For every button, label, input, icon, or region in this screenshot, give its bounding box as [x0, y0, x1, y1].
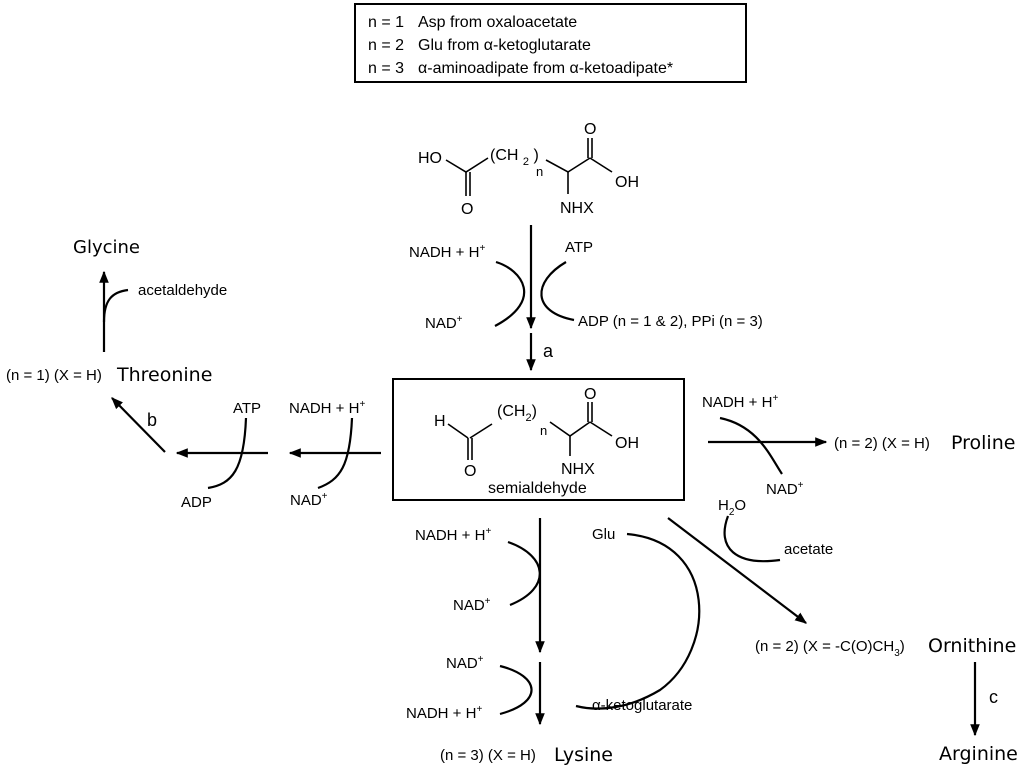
threonine-atp: ATP [233, 400, 261, 417]
semialdehyde-box: H O (CH2) n NHX O OH semialdehyde [392, 378, 685, 501]
acetate-label: acetate [784, 541, 833, 558]
legend-box: n = 1 Asp from oxaloacetate n = 2 Glu fr… [354, 3, 747, 83]
legend-row-1-n: n = 1 [368, 14, 404, 31]
legend-row-2-n: n = 2 [368, 37, 404, 54]
substrate-nhx: NHX [560, 200, 594, 217]
glycine-label: Glycine [73, 237, 140, 258]
semialdehyde-n: n [540, 423, 547, 438]
ornithine-branch: H2O acetate (n = 2) (X = -C(O)CH3) Ornit… [667, 497, 1018, 765]
semialdehyde-oh: OH [615, 435, 639, 452]
ornithine-condition: (n = 2) (X = -C(O)CH3) [755, 638, 905, 659]
lysine-nadh-1: NADH + H+ [415, 526, 491, 544]
legend-row-1-text: Asp from oxaloacetate [418, 14, 577, 31]
substrate-o-right: O [584, 121, 596, 138]
substrate-o-left: O [461, 201, 473, 218]
lysine-nad-1: NAD+ [453, 596, 491, 614]
akg-label: α-ketoglutarate [592, 697, 692, 714]
step-a-nad: NAD+ [425, 314, 463, 332]
lysine-label: Lysine [554, 744, 613, 766]
proline-nad: NAD+ [766, 480, 804, 498]
semialdehyde-ch2: (CH2) [497, 403, 537, 424]
threonine-arrow [111, 397, 166, 453]
threonine-label: Threonine [116, 364, 212, 386]
substrate-bond-left [445, 157, 489, 173]
threonine-adp: ADP [181, 494, 212, 511]
legend-row-3-n: n = 3 [368, 60, 404, 77]
proline-nadh: NADH + H+ [702, 393, 778, 411]
step-a-atp: ATP [565, 239, 593, 256]
substrate-ch2-text: (CH [490, 147, 518, 164]
proline-branch: NADH + H+ NAD+ (n = 2) (X = H) Proline [702, 393, 1015, 498]
substrate-bond-right [545, 157, 591, 173]
substrate-n: n [536, 164, 543, 179]
arginine-label: Arginine [939, 743, 1018, 765]
lysine-nad-2: NAD+ [446, 654, 484, 672]
semialdehyde-caption: semialdehyde [488, 480, 587, 497]
semialdehyde-h: H [434, 413, 446, 430]
semialdehyde-o-right: O [584, 386, 596, 403]
semialdehyde-o-left: O [464, 463, 476, 480]
lysine-nadh-2: NADH + H+ [406, 704, 482, 722]
proline-cofactor-curve [719, 416, 783, 475]
step-a-atp-curve [540, 261, 575, 322]
threonine-nadh: NADH + H+ [289, 399, 365, 417]
ornithine-label: Ornithine [928, 635, 1016, 657]
threonine-nad: NAD+ [290, 491, 328, 509]
acetaldehyde-label: acetaldehyde [138, 282, 227, 299]
step-b-label: b [147, 410, 157, 430]
semialdehyde-nhx: NHX [561, 461, 595, 478]
substrate-bond-oh [589, 157, 613, 173]
substrate-ch2-sub: 2 [523, 156, 529, 168]
lysine-cofactor-curve-1 [507, 540, 541, 607]
lysine-cofactor-curve-2 [499, 664, 533, 716]
threonine-atp-curve [207, 417, 248, 490]
ornithine-hydrolysis-curve [723, 515, 781, 563]
lysine-condition: (n = 3) (X = H) [440, 747, 536, 764]
step-a-nadh: NADH + H+ [409, 243, 485, 261]
threonine-condition: (n = 1) (X = H) [6, 367, 102, 384]
glu-akg-transamination-curve [575, 532, 701, 710]
glu-label: Glu [592, 526, 615, 543]
threonine-nadh-curve [317, 417, 354, 490]
h2o-label: H2O [718, 497, 746, 518]
step-a-adp: ADP (n = 1 & 2), PPi (n = 3) [578, 313, 763, 330]
step-c-label: c [989, 687, 998, 707]
semialdehyde-bond-h [447, 423, 469, 439]
step-a: NADH + H+ ATP NAD+ ADP (n = 1 & 2), PPi … [409, 225, 763, 372]
semialdehyde-to-ornithine-arrow [667, 517, 807, 624]
proline-condition: (n = 2) (X = H) [834, 435, 930, 452]
lysine-branch: NADH + H+ NAD+ NAD+ NADH + H+ Glu α-keto… [406, 518, 701, 766]
substrate-ho: HO [418, 150, 442, 167]
threonine-branch: Glycine acetaldehyde (n = 1) (X = H) Thr… [6, 237, 381, 511]
substrate-oh: OH [615, 174, 639, 191]
semialdehyde-bond-oh [589, 421, 613, 437]
legend-row-2-text: Glu from α-ketoglutarate [418, 37, 591, 54]
semialdehyde-bond-ch2 [469, 423, 493, 439]
proline-label: Proline [951, 432, 1015, 454]
step-a-label: a [543, 341, 554, 361]
substrate-structure: HO O (CH 2 ) n NHX O OH [418, 121, 639, 218]
substrate-ch2: (CH 2 ) [490, 147, 539, 169]
legend-row-3-text: α-aminoadipate from α-ketoadipate* [418, 60, 673, 77]
step-a-nadh-curve [494, 260, 526, 327]
substrate-ch2-close: ) [533, 147, 538, 164]
acetaldehyde-curve [102, 288, 129, 323]
